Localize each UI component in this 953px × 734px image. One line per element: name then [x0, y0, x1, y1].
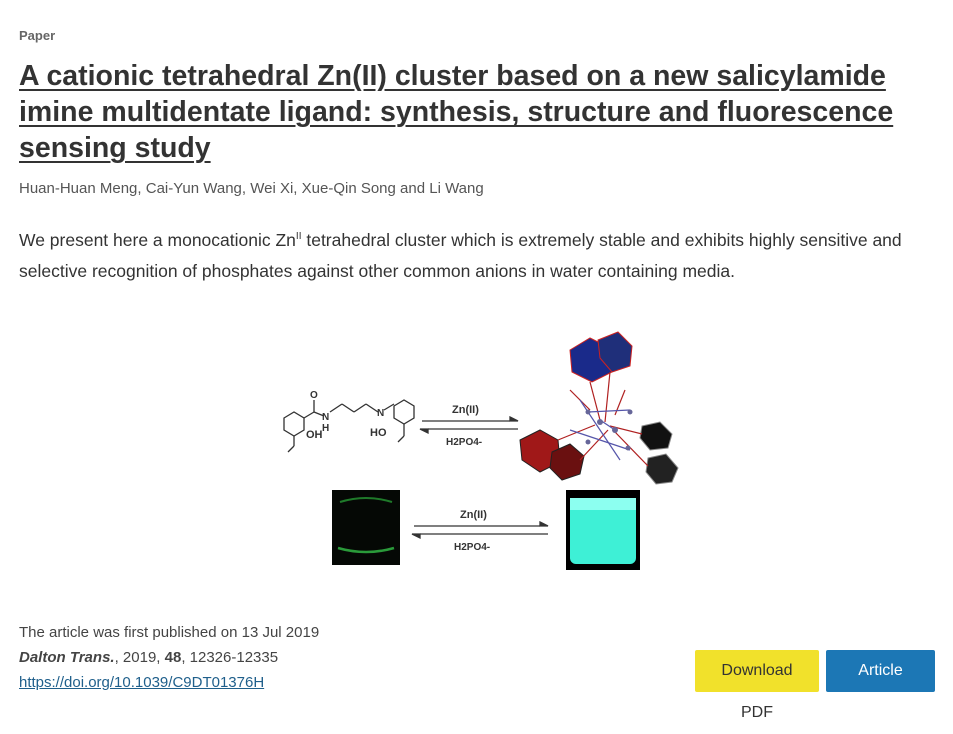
oxidation-state-sup: II [295, 231, 302, 243]
publication-info: The article was first published on 13 Ju… [19, 620, 319, 695]
doi-link[interactable]: https://doi.org/10.1039/C9DT01376H [19, 674, 265, 691]
first-published-date: The article was first published on 13 Ju… [19, 624, 320, 641]
journal-name: Dalton Trans. [19, 649, 115, 666]
article-title-link[interactable]: A cationic tetrahedral Zn(II) cluster ba… [19, 60, 894, 164]
article-type-label: Paper [19, 28, 56, 43]
fluorescence-photo-on [566, 490, 640, 570]
graphical-abstract: O N H OH N HO Zn(II) H2PO4- [283, 331, 679, 570]
atom-label-n2: N [377, 408, 384, 419]
download-pdf-button[interactable]: Download PDF [695, 650, 819, 721]
citation: Dalton Trans., 2019, 48, 12326-12335 [19, 645, 319, 670]
crystal-structure-cluster [519, 331, 679, 485]
abstract-text-part: We present here a monocationic Zn [19, 230, 296, 250]
atom-label-n1: N [322, 412, 329, 423]
citation-year: , 2019, [114, 649, 165, 666]
atom-label-h: H [322, 423, 329, 434]
atom-label-o: O [310, 390, 318, 401]
article-html-button[interactable]: Article HTML [826, 650, 935, 721]
equilibrium-arrows-bottom [411, 520, 549, 540]
ligand-structure [283, 399, 415, 453]
reaction-label-zn-bottom: Zn(II) [460, 509, 487, 521]
reaction-label-h2po4-top: H2PO4- [446, 437, 482, 448]
equilibrium-arrows-top [419, 415, 519, 435]
abstract-text: We present here a monocationic ZnII tetr… [19, 225, 939, 287]
atom-label-oh: OH [306, 429, 323, 441]
citation-volume: 48 [164, 649, 182, 666]
reaction-label-zn-top: Zn(II) [452, 404, 479, 416]
atom-label-ho: HO [370, 427, 387, 439]
citation-pages: , 12326-12335 [181, 649, 279, 666]
reaction-label-h2po4-bottom: H2PO4- [454, 542, 490, 553]
authors-list: Huan-Huan Meng, Cai-Yun Wang, Wei Xi, Xu… [19, 180, 484, 197]
abstract-text-part: tetrahedral cluster which is extremely s… [19, 230, 902, 281]
fluorescence-photo-off [332, 490, 400, 565]
